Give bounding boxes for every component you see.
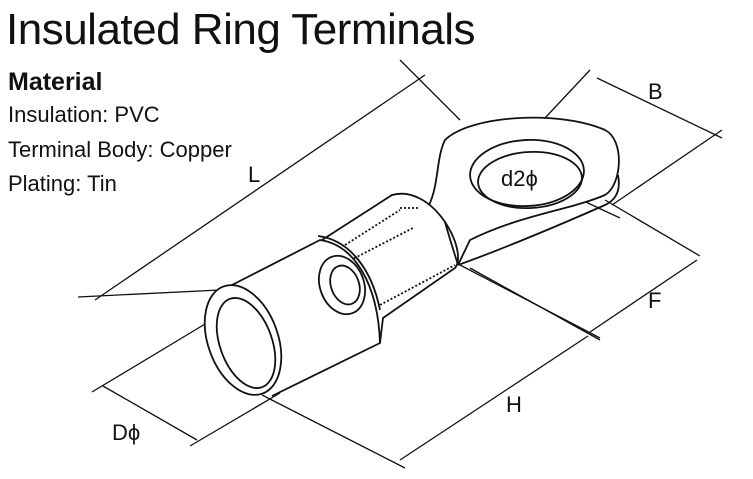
dimension-L [77,59,461,301]
page-title: Insulated Ring Terminals [6,5,476,54]
dimension-B [544,69,723,206]
body-spec: Terminal Body: Copper [8,137,232,162]
label-H: H [506,392,522,417]
dimension-H [261,267,601,469]
barrel [203,239,381,397]
insulation-sleeve [317,192,459,344]
insulation-spec: Insulation: PVC [8,102,160,127]
label-d2: d2ϕ [501,166,538,191]
dimension-D [91,311,281,447]
ring-tongue [424,116,620,266]
inspection-hole [318,254,366,316]
label-F: F [648,288,661,313]
plating-spec: Plating: Tin [8,171,117,196]
label-B: B [648,79,663,104]
label-D: Dϕ [112,420,140,445]
label-L: L [248,162,260,187]
material-heading: Material [8,68,103,96]
